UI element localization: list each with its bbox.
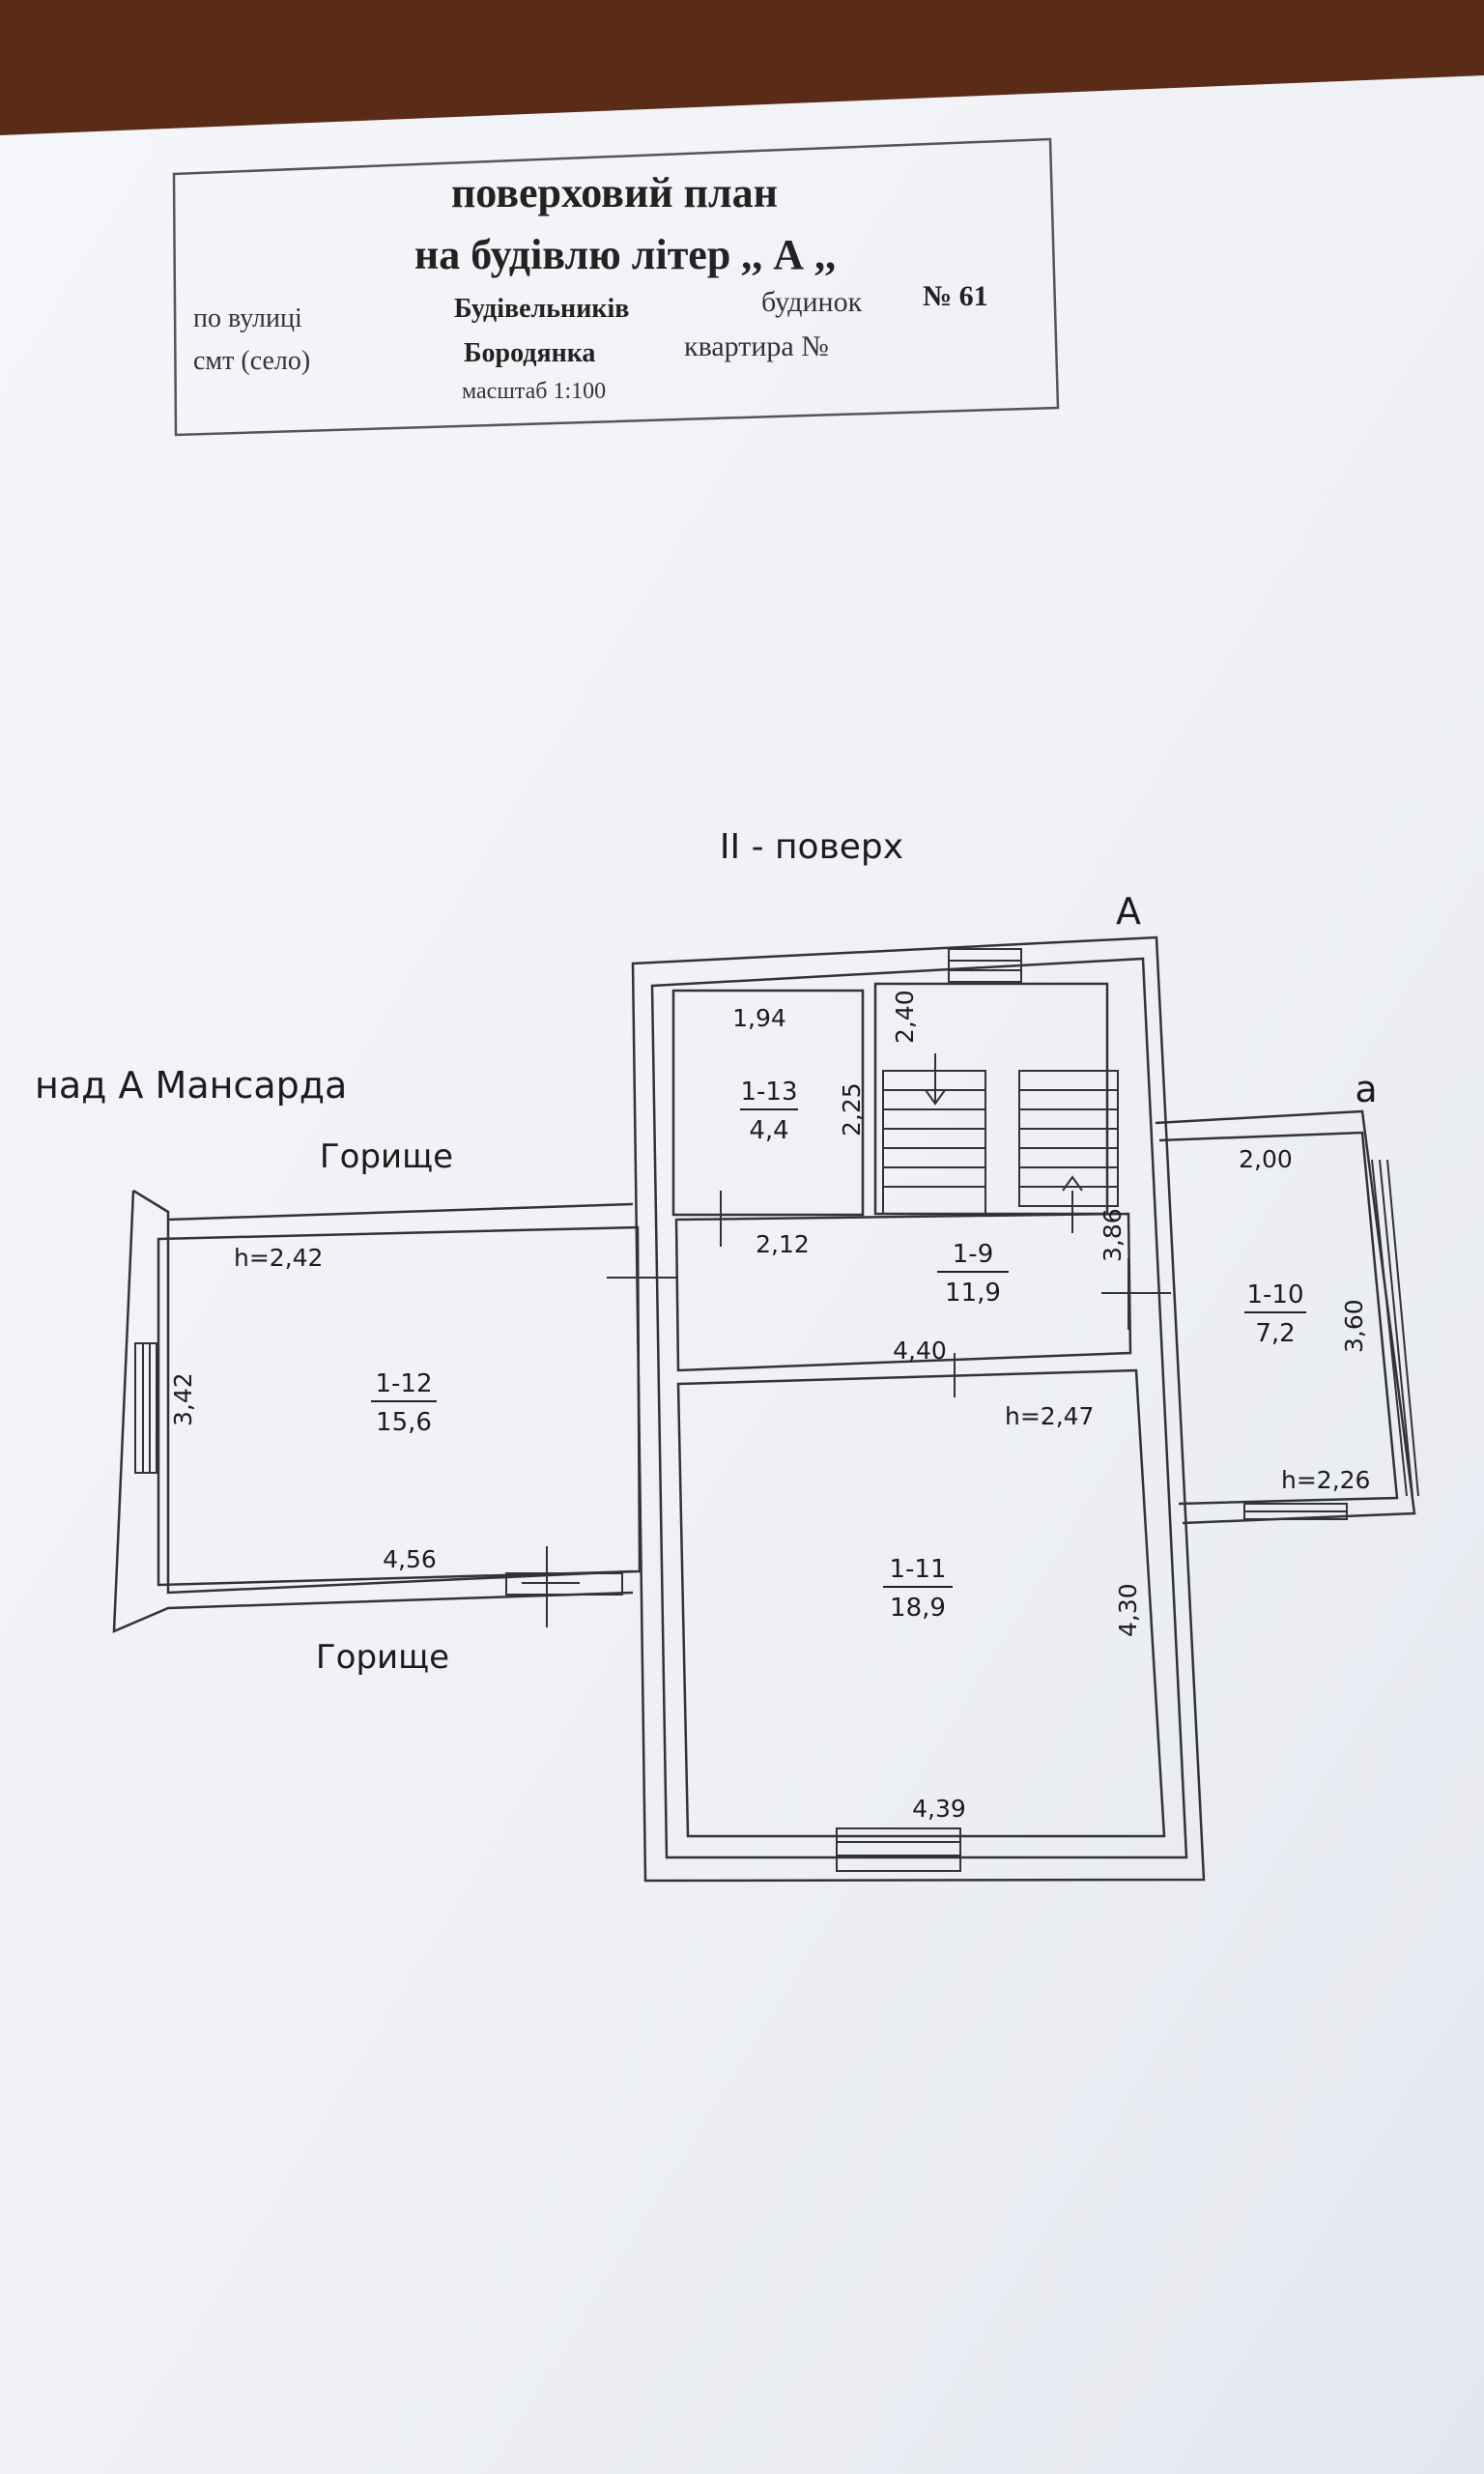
room-1-9-area: 11,9 xyxy=(945,1279,1001,1308)
room-1-11-walls xyxy=(676,1368,1166,1838)
street-value: Будівельників xyxy=(454,294,629,324)
dim-4-56: 4,56 xyxy=(383,1545,437,1573)
room-1-10-area: 7,2 xyxy=(1255,1319,1295,1348)
mansard-label: над А Мансарда xyxy=(35,1064,347,1107)
window-top-block-a xyxy=(948,948,1022,983)
window-mansard-left xyxy=(134,1342,157,1474)
room-1-12-id: 1-12 xyxy=(375,1369,432,1398)
dimension-labels: 1,94 2,40 2,25 2,12 3,86 2,00 3,60 4,40 … xyxy=(169,990,1368,1823)
room-1-11-id: 1-11 xyxy=(889,1555,946,1584)
stair-arrow-down xyxy=(925,1053,946,1106)
block-letter: А xyxy=(1116,890,1141,933)
stair-arrow-up xyxy=(1062,1175,1083,1233)
height-annex: h=2,26 xyxy=(1281,1466,1370,1494)
dim-3-86: 3,86 xyxy=(1099,1208,1127,1262)
dim-2-25: 2,25 xyxy=(838,1082,866,1136)
dim-3-42: 3,42 xyxy=(169,1372,197,1426)
floor-title: II - поверх xyxy=(720,827,903,867)
room-1-11-label: 1-11 18,9 xyxy=(883,1555,953,1623)
dim-3-60: 3,60 xyxy=(1340,1299,1368,1353)
room-1-9-id: 1-9 xyxy=(953,1240,993,1269)
window-annex-bottom xyxy=(1243,1503,1348,1520)
room-1-10-id: 1-10 xyxy=(1246,1280,1303,1309)
height-mansard: h=2,42 xyxy=(234,1244,323,1272)
apartment-label: квартира № xyxy=(684,331,829,362)
street-label: по вулиці xyxy=(193,303,302,333)
dim-2-00: 2,00 xyxy=(1239,1145,1293,1173)
room-1-13-area: 4,4 xyxy=(749,1116,788,1145)
dim-4-30: 4,30 xyxy=(1114,1583,1142,1637)
window-annex-right xyxy=(1371,1159,1419,1497)
house-label: будинок xyxy=(761,286,863,318)
stair-well-walls xyxy=(873,982,1109,1216)
window-bottom-block-a xyxy=(836,1827,961,1872)
room-1-10-walls xyxy=(1158,1131,1399,1506)
scale-label: масштаб 1:100 xyxy=(462,379,606,404)
block-a-inner-wall xyxy=(650,957,1188,1859)
attic-bottom-label: Горище xyxy=(316,1638,449,1677)
room-1-12-label: 1-12 15,6 xyxy=(371,1369,437,1437)
room-1-12-area: 15,6 xyxy=(376,1408,432,1437)
height-room-1-11: h=2,47 xyxy=(1005,1402,1094,1430)
house-number: № 61 xyxy=(923,280,988,312)
dim-2-12: 2,12 xyxy=(756,1230,810,1258)
stair-right-flight xyxy=(1018,1070,1119,1207)
dim-4-40: 4,40 xyxy=(893,1337,947,1365)
room-1-13-walls xyxy=(671,989,865,1217)
dim-1-94: 1,94 xyxy=(732,1004,786,1032)
plan-labels: II - поверх А а над А Мансарда Горище Го… xyxy=(35,827,1378,1823)
room-1-13-id: 1-13 xyxy=(740,1078,797,1107)
floor-plan xyxy=(112,935,1419,1883)
title-block: поверховий план на будівлю літер ,, А ,,… xyxy=(172,137,1060,437)
settlement-value: Бородянка xyxy=(464,338,595,368)
settlement-label: смт (село) xyxy=(193,346,310,376)
paper-sheet xyxy=(0,75,1484,2474)
height-labels: h=2,42 h=2,47 h=2,26 xyxy=(234,1244,1370,1494)
door-mansard-bottom xyxy=(505,1546,623,1627)
attic-top-label: Горище xyxy=(320,1137,453,1176)
title-line-2: на будівлю літер ,, А ,, xyxy=(414,231,836,278)
room-1-9-walls xyxy=(674,1212,1132,1372)
room-1-12-walls xyxy=(157,1225,642,1587)
room-1-10-label: 1-10 7,2 xyxy=(1244,1280,1306,1348)
room-1-9-label: 1-9 11,9 xyxy=(937,1240,1009,1308)
dim-4-39: 4,39 xyxy=(912,1795,966,1823)
room-1-11-area: 18,9 xyxy=(890,1594,946,1623)
dim-2-40: 2,40 xyxy=(891,990,919,1044)
mansard-outer-wall xyxy=(112,1189,634,1633)
title-line-1: поверховий план xyxy=(451,169,778,216)
block-a-outer-wall xyxy=(631,935,1206,1883)
room-1-13-label: 1-13 4,4 xyxy=(740,1078,798,1145)
annex-letter: а xyxy=(1355,1068,1377,1110)
